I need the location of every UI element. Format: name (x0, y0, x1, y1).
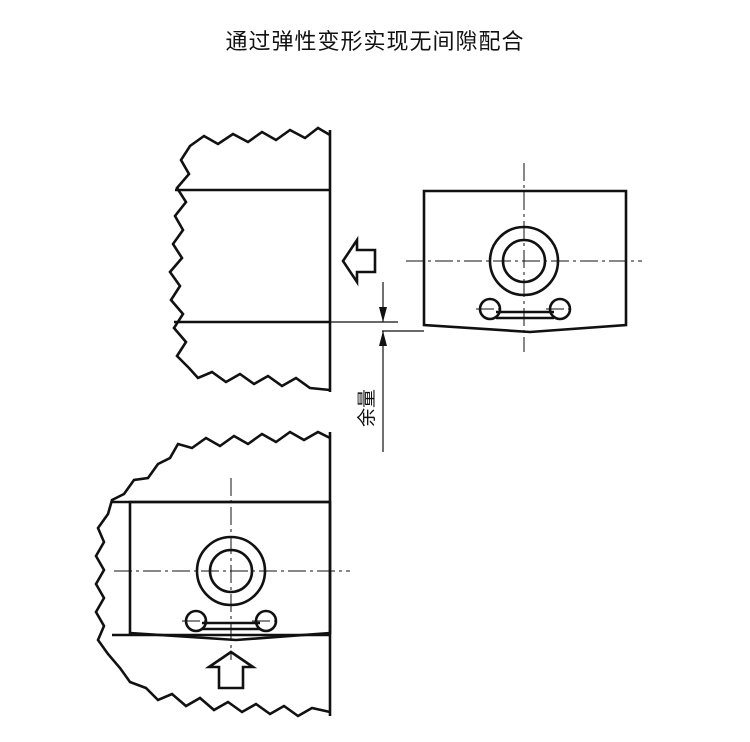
assembled-bore-inner (208, 548, 254, 594)
clamp-direction-arrow-up (204, 650, 258, 690)
clamp-part-outline (422, 189, 628, 334)
clamp-bore-outer (488, 225, 560, 297)
assembled-bore-outer (195, 535, 267, 607)
clamp-part-free (406, 163, 642, 352)
insert-direction-arrow-left (341, 235, 377, 287)
clamp-part-assembled (114, 478, 350, 660)
upper-fixture-break-line (168, 126, 331, 392)
allowance-dimension: 余量 (330, 282, 424, 452)
dimension-arrow-down (379, 307, 387, 322)
upper-fixture-body (168, 126, 332, 392)
allowance-label: 余量 (356, 389, 378, 427)
dimension-arrow-up (379, 331, 387, 346)
clamp-bore-inner (501, 238, 547, 284)
diagram-title: 通过弹性变形实现无间隙配合 (225, 30, 525, 55)
assembled-clamp-outline (128, 500, 332, 642)
lower-fixture-break-line (94, 430, 331, 718)
clamp-part-deformed-edge (423, 324, 531, 333)
